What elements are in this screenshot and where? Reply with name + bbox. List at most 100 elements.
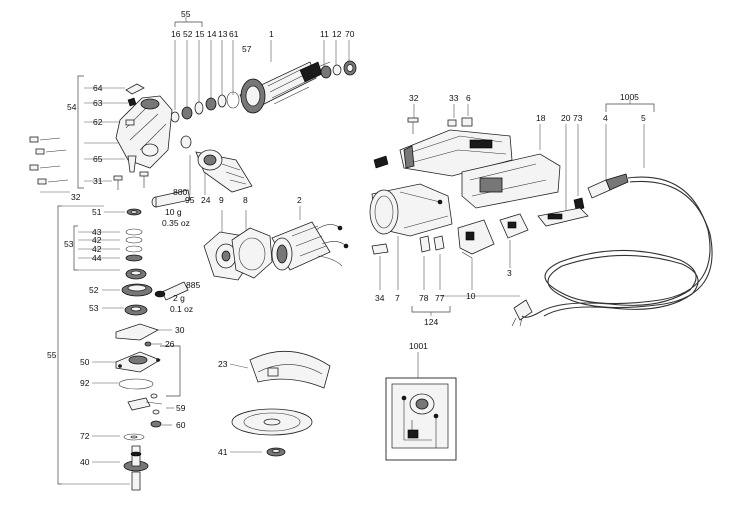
label-1001: 1001: [409, 341, 428, 351]
label-32-left: 32: [71, 192, 81, 202]
part-34-label: [371, 243, 389, 255]
label-53-b: 53: [89, 303, 99, 313]
label-8: 8: [243, 195, 248, 205]
power-plug: [511, 299, 533, 327]
part-52-bearing-large: [121, 283, 166, 298]
label-15: 15: [195, 29, 205, 39]
label-40: 40: [80, 457, 90, 467]
armature-group: [170, 17, 357, 123]
label-885: 885: [186, 280, 200, 290]
part-42-ring-b: [125, 245, 143, 253]
label-50: 50: [80, 357, 90, 367]
part-15-washer: [194, 101, 204, 115]
label-72: 72: [80, 431, 90, 441]
label-62: 62: [93, 117, 103, 127]
part-24-side-handle: [180, 135, 253, 195]
note-885-weight-oz: 0.1 oz: [170, 304, 193, 314]
label-73: 73: [573, 113, 583, 123]
note-880-weight-oz: 0.35 oz: [162, 218, 190, 228]
label-33: 33: [449, 93, 459, 103]
part-14-ring: [205, 97, 217, 111]
part-43-ring: [125, 228, 143, 236]
gear-head-group: [77, 75, 191, 208]
part-4-cable-sleeve: [587, 173, 629, 199]
grinding-disc: [231, 408, 313, 436]
label-54: 54: [67, 102, 77, 112]
part-5-power-cable: [521, 176, 711, 318]
part-1001-wiring-inset: [385, 352, 457, 461]
part-78-clip: [419, 235, 431, 253]
label-9: 9: [219, 195, 224, 205]
part-3-brush-holder: [499, 213, 529, 239]
part-41-flange-nut: [266, 447, 286, 457]
part-13-washer: [217, 94, 227, 108]
power-cable-group: [521, 100, 713, 318]
label-24: 24: [201, 195, 211, 205]
part-16-nut: [170, 111, 180, 123]
label-11: 11: [320, 29, 329, 39]
part-12-washer: [332, 64, 342, 76]
label-60: 60: [176, 420, 186, 430]
part-40-spindle: [123, 445, 149, 491]
part-30-gasket: [115, 323, 159, 341]
part-73-spring: [573, 197, 585, 211]
label-57: 57: [242, 44, 252, 54]
part-20-switch-lever: [537, 207, 589, 227]
label-1: 1: [269, 29, 274, 39]
part-53-gear: [125, 268, 147, 280]
label-65: 65: [93, 154, 103, 164]
part-95-insert: [180, 135, 192, 149]
label-1005: 1005: [620, 92, 639, 102]
part-7-motor-housing: [369, 183, 453, 237]
label-16: 16: [171, 29, 181, 39]
label-32-right: 32: [409, 93, 419, 103]
label-14: 14: [207, 29, 217, 39]
part-23-wheel-guard: [249, 350, 331, 389]
label-55-top: 55: [181, 9, 191, 19]
label-30: 30: [175, 325, 185, 335]
label-26: 26: [165, 339, 175, 349]
label-43: 43: [92, 227, 102, 237]
note-880-weight-g: 10 g: [165, 207, 182, 217]
label-52-b: 52: [89, 285, 99, 295]
housing-group: [369, 104, 589, 327]
label-880: 880: [173, 187, 187, 197]
part-2-stator: [271, 221, 349, 271]
label-52-top: 52: [183, 29, 193, 39]
part-18-rear-handle: [461, 153, 561, 209]
label-59: 59: [176, 403, 186, 413]
label-92: 92: [80, 378, 90, 388]
part-72-washer: [123, 433, 145, 441]
part-60-washer: [150, 420, 162, 428]
note-885-weight-g: 2 g: [173, 293, 185, 303]
part-59-lock-button: [127, 393, 163, 415]
part-motor-housing-upper: [399, 129, 513, 177]
label-2: 2: [297, 195, 302, 205]
label-70: 70: [345, 29, 355, 39]
label-13: 13: [218, 29, 228, 39]
label-41: 41: [218, 447, 228, 457]
guard-group: [229, 350, 331, 457]
label-7: 7: [395, 293, 400, 303]
part-50-flange: [115, 351, 161, 373]
label-4: 4: [603, 113, 608, 123]
part-92-o-ring: [118, 378, 154, 390]
label-18: 18: [536, 113, 546, 123]
part-64-lever: [125, 83, 145, 95]
label-6: 6: [466, 93, 471, 103]
label-5: 5: [641, 113, 646, 123]
gear-housing: [115, 95, 173, 169]
part-42-ring-a: [125, 236, 143, 244]
part-11-bearing: [320, 65, 332, 79]
part-77-clip: [433, 235, 445, 251]
label-42-b: 42: [92, 244, 102, 254]
part-880-grease-tube: [151, 189, 191, 208]
label-3: 3: [507, 268, 512, 278]
label-63: 63: [93, 98, 103, 108]
label-23: 23: [218, 359, 228, 369]
part-62-pin: [125, 119, 135, 126]
part-8-fan-guard: [231, 227, 273, 279]
label-77: 77: [435, 293, 445, 303]
label-20: 20: [561, 113, 571, 123]
